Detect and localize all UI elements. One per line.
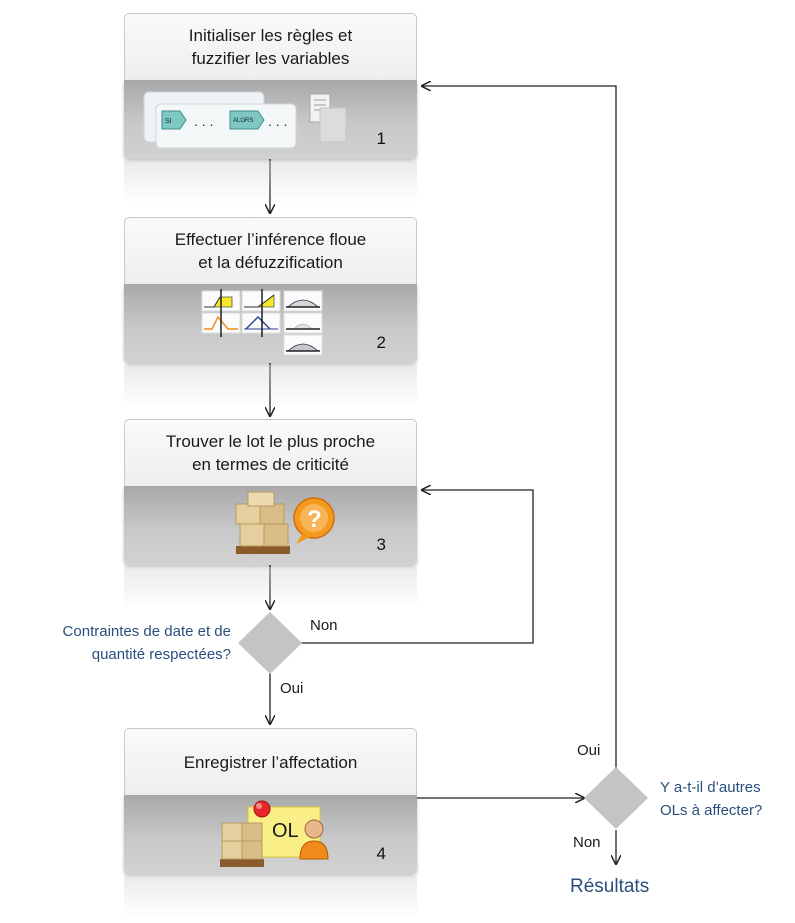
decision-2-question: Y a-t-il d’autres OLs à affecter? (660, 779, 763, 819)
pallet-assignment-icon: OL (220, 800, 329, 867)
si-tag-text: SI (165, 118, 172, 125)
step-2-header: Effectuer l’inférence floue et la défuzz… (124, 217, 417, 285)
step-3-card: Trouver le lot le plus proche en termes … (124, 419, 417, 609)
decision-2-no-label: Non (573, 834, 601, 851)
result-label: Résultats (570, 876, 650, 897)
step-1-dots-end: . . . (268, 113, 287, 129)
step-4-number: 4 (376, 844, 386, 863)
step-4-header: Enregistrer l’affectation (124, 728, 417, 796)
step-1-dots: . . . (194, 113, 213, 129)
step-2-body: 2 (124, 284, 417, 363)
rules-documents-icon: SI . . . ALORS . . . (143, 91, 347, 149)
decision-1-question: Contraintes de date et de quantité respe… (62, 623, 231, 663)
decision-diamond-remaining (584, 767, 648, 829)
step-3-header: Trouver le lot le plus proche en termes … (124, 419, 417, 487)
step-2-card: Effectuer l’inférence floue et la défuzz… (124, 217, 417, 407)
step-2-number: 2 (376, 333, 386, 352)
step-3-reflection (124, 567, 417, 609)
step-4-reflection (124, 876, 417, 918)
step-3-title: Trouver le lot le plus proche en termes … (165, 432, 376, 474)
step-3-number: 3 (376, 535, 386, 554)
alors-tag-text: ALORS (233, 118, 253, 124)
ol-text: OL (272, 820, 299, 842)
pallet-question-icon: ? (235, 491, 335, 554)
decision-1-yes-label: Oui (280, 680, 304, 697)
step-3-body: ? 3 (124, 486, 417, 565)
step-1-title: Initialiser les règles et fuzzifier les … (188, 26, 353, 68)
step-2-title: Effectuer l’inférence floue et la défuzz… (174, 230, 367, 272)
arrow-decision1-no-loop (301, 490, 534, 644)
arrow-decision2-yes-loop (422, 86, 617, 768)
step-2-reflection (124, 365, 417, 407)
step-1-card: Initialiser les règles et fuzzifier les … (124, 13, 417, 203)
step-1-body: SI . . . ALORS . . . 1 (124, 80, 417, 159)
step-1-header: Initialiser les règles et fuzzifier les … (124, 13, 417, 81)
membership-functions-icon (201, 289, 323, 356)
svg-text:?: ? (307, 506, 322, 533)
decision-2-yes-label: Oui (577, 742, 601, 759)
decision-diamond-constraints (238, 612, 302, 674)
step-4-title: Enregistrer l’affectation (183, 752, 358, 772)
step-4-body: OL 4 (124, 795, 417, 874)
step-1-number: 1 (376, 129, 386, 148)
step-1-reflection (124, 161, 417, 203)
decision-1-no-label: Non (310, 617, 338, 634)
step-4-card: Enregistrer l’affectation OL 4 (124, 728, 417, 918)
